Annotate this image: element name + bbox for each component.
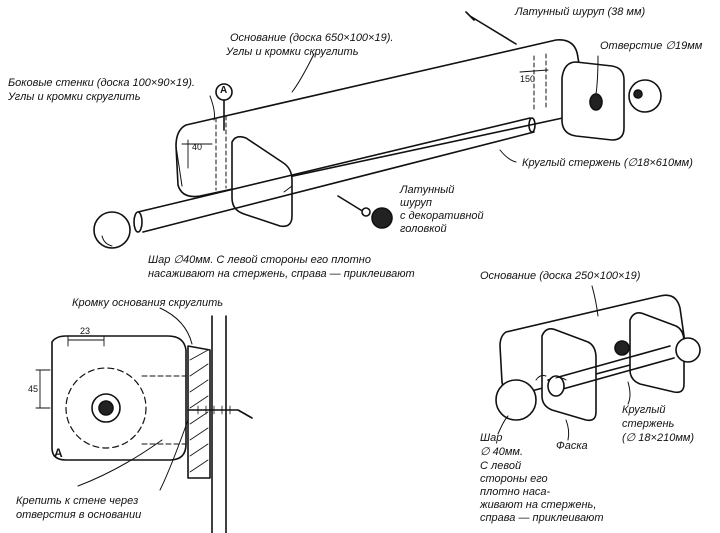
label-base-small: Основание (доска 250×100×19) xyxy=(480,270,641,282)
label-base-main-1: Основание (доска 650×100×19). xyxy=(230,32,394,44)
label-ball-small-3: С левой xyxy=(480,460,522,472)
label-ball-small-2: ∅ 40мм. xyxy=(480,446,524,458)
label-side-walls-1: Боковые стенки (доска 100×90×19). xyxy=(8,77,195,89)
main-right-ball xyxy=(628,79,662,113)
small-rod xyxy=(547,345,675,393)
label-deco-screw-2: шуруп xyxy=(400,197,432,209)
label-wall-mount-2: отверстия в основании xyxy=(16,509,142,521)
label-side-walls-2: Углы и кромки скруглить xyxy=(8,91,141,103)
section-base xyxy=(187,345,211,479)
small-left-ball xyxy=(495,379,537,421)
label-deco-screw-4: головкой xyxy=(400,223,447,235)
dim-150: 150 xyxy=(520,74,536,84)
right-wall-hole xyxy=(589,93,603,111)
label-ball-small-1: Шар xyxy=(480,432,503,444)
label-ball-small-4: стороны его xyxy=(480,473,548,485)
dim-45: 45 xyxy=(28,384,39,394)
label-base-main-2: Углы и кромки скруглить xyxy=(226,46,359,58)
section-rod-hole xyxy=(65,367,147,449)
small-chamfer xyxy=(555,376,567,381)
label-rod-small-2: стержень xyxy=(622,418,675,430)
label-rod-small-3: (∅ 18×210мм) xyxy=(622,432,695,444)
label-ball-small-6: живают на стержень, xyxy=(480,499,597,511)
section-screw xyxy=(187,409,253,419)
label-hole: Отверстие ∅19мм xyxy=(600,40,703,52)
section-bracket xyxy=(51,335,187,461)
brass-screw-top xyxy=(465,11,517,45)
marker-a-section: A xyxy=(54,446,63,460)
label-ball-main-2: насаживают на стержень, справа — приклеи… xyxy=(148,268,415,280)
label-deco-screw-1: Латунный xyxy=(400,184,455,196)
label-ball-main-1: Шар ∅40мм. С левой стороны его плотно xyxy=(148,254,371,266)
marker-a-top: A xyxy=(220,85,228,96)
label-rod-main: Круглый стержень (∅18×610мм) xyxy=(522,157,693,169)
main-left-ball xyxy=(93,211,131,249)
label-wall-mount-1: Крепить к стене через xyxy=(16,495,139,507)
dim-40: 40 xyxy=(192,142,203,152)
label-chamfer: Фаска xyxy=(556,440,588,452)
small-right-side-wall xyxy=(629,312,685,394)
section-wall xyxy=(211,315,227,533)
main-rod xyxy=(137,117,535,233)
label-rod-small-1: Круглый xyxy=(622,404,666,416)
label-brass-screw: Латунный шуруп (38 мм) xyxy=(515,6,646,18)
dim-23: 23 xyxy=(80,326,91,336)
label-ball-small-7: справа — приклеивают xyxy=(480,512,604,524)
decorative-screw xyxy=(337,195,365,213)
label-round-edge: Кромку основания скруглить xyxy=(72,297,224,309)
small-right-ball xyxy=(675,337,701,363)
label-deco-screw-3: с декоративной xyxy=(400,210,484,222)
label-ball-small-5: плотно наса- xyxy=(480,486,551,498)
